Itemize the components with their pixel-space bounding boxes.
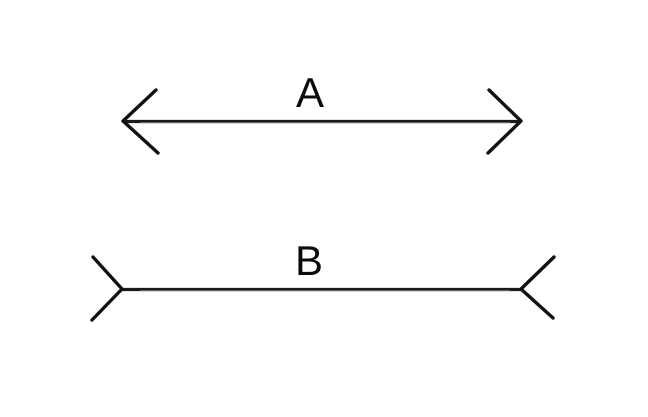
figure-a-left-arrowhead [121,88,160,155]
figure-a-label: A [295,69,324,116]
figure-a-group [121,88,523,155]
figure-b-left-fin [90,255,124,322]
figure-a-right-arrowhead [486,88,523,155]
figure-b-label: B [294,237,323,284]
figure-b-group [90,255,556,322]
figure-b-right-fin [519,255,556,320]
